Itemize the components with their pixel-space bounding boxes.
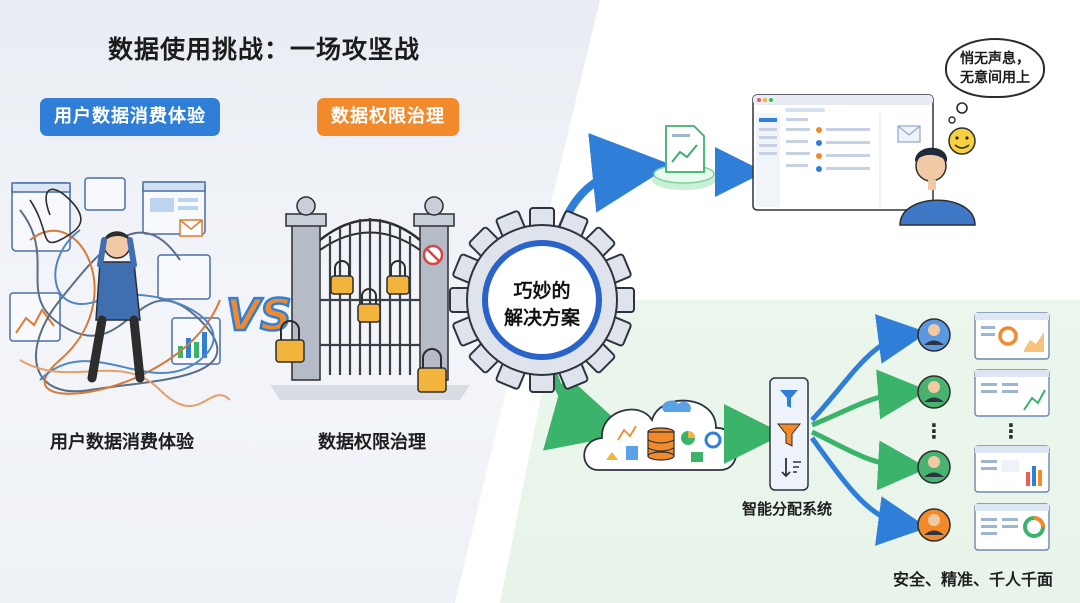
solution-gear bbox=[449, 207, 635, 393]
data-cloud-illustration bbox=[583, 399, 738, 471]
filter-icon bbox=[780, 390, 798, 408]
experience-caption: 用户数据消费体验 bbox=[50, 432, 194, 453]
locked-gate-illustration bbox=[270, 196, 470, 400]
dashboard-window bbox=[752, 94, 934, 211]
filter-icon bbox=[776, 423, 802, 447]
gear-label: 巧妙的 解决方案 bbox=[486, 278, 598, 332]
personal-dashboard bbox=[974, 445, 1050, 493]
gear-label-line1: 巧妙的 bbox=[513, 280, 571, 302]
governance-badge: 数据权限治理 bbox=[317, 98, 459, 136]
database-icon bbox=[647, 427, 675, 461]
small-database-icon bbox=[626, 446, 638, 460]
personal-dashboard bbox=[974, 369, 1050, 417]
gear-label-line2: 解决方案 bbox=[503, 307, 580, 329]
result-label: 安全、精准、千人千面 bbox=[893, 570, 1054, 589]
padlock-icon bbox=[275, 320, 305, 363]
bubble-line1: 悄无声息， bbox=[960, 51, 1030, 67]
governance-caption: 数据权限治理 bbox=[318, 432, 426, 453]
window-icon bbox=[157, 254, 211, 300]
padlock-icon bbox=[417, 348, 447, 393]
bubble-connector bbox=[948, 102, 968, 124]
system-label: 智能分配系统 bbox=[742, 500, 833, 518]
fan-out-arrows bbox=[809, 314, 928, 546]
gear-icon bbox=[704, 431, 722, 449]
page-title: 数据使用挑战：一场攻坚战 bbox=[108, 35, 421, 64]
padlock-icon bbox=[357, 288, 381, 323]
personal-dashboard bbox=[974, 503, 1050, 551]
ellipsis-mark: ⋮ bbox=[1001, 419, 1021, 443]
personal-dashboard bbox=[974, 312, 1050, 360]
user-avatar bbox=[917, 318, 951, 352]
padlock-icon bbox=[386, 260, 410, 295]
user-avatar bbox=[917, 450, 951, 484]
bell-icon bbox=[606, 452, 618, 460]
report-document-icon bbox=[665, 125, 705, 173]
user-avatar bbox=[917, 508, 951, 542]
sort-icon bbox=[781, 458, 791, 478]
stressed-person-body bbox=[95, 261, 141, 321]
smiley-icon bbox=[948, 127, 976, 155]
bubble-line2: 无意间用上 bbox=[960, 70, 1030, 86]
folder-icon bbox=[691, 452, 703, 462]
thought-bubble: 悄无声息， 无意间用上 bbox=[945, 38, 1045, 98]
padlock-icon bbox=[330, 260, 354, 295]
happy-user-illustration bbox=[899, 147, 976, 226]
window-icon bbox=[9, 292, 61, 342]
ellipsis-mark: ⋮ bbox=[924, 419, 944, 443]
window-icon bbox=[84, 177, 126, 211]
document-hub bbox=[652, 125, 716, 190]
smart-allocation-panel bbox=[769, 377, 809, 491]
tangled-user-illustration bbox=[9, 177, 231, 407]
user-avatar bbox=[917, 375, 951, 409]
experience-badge: 用户数据消费体验 bbox=[40, 98, 220, 136]
